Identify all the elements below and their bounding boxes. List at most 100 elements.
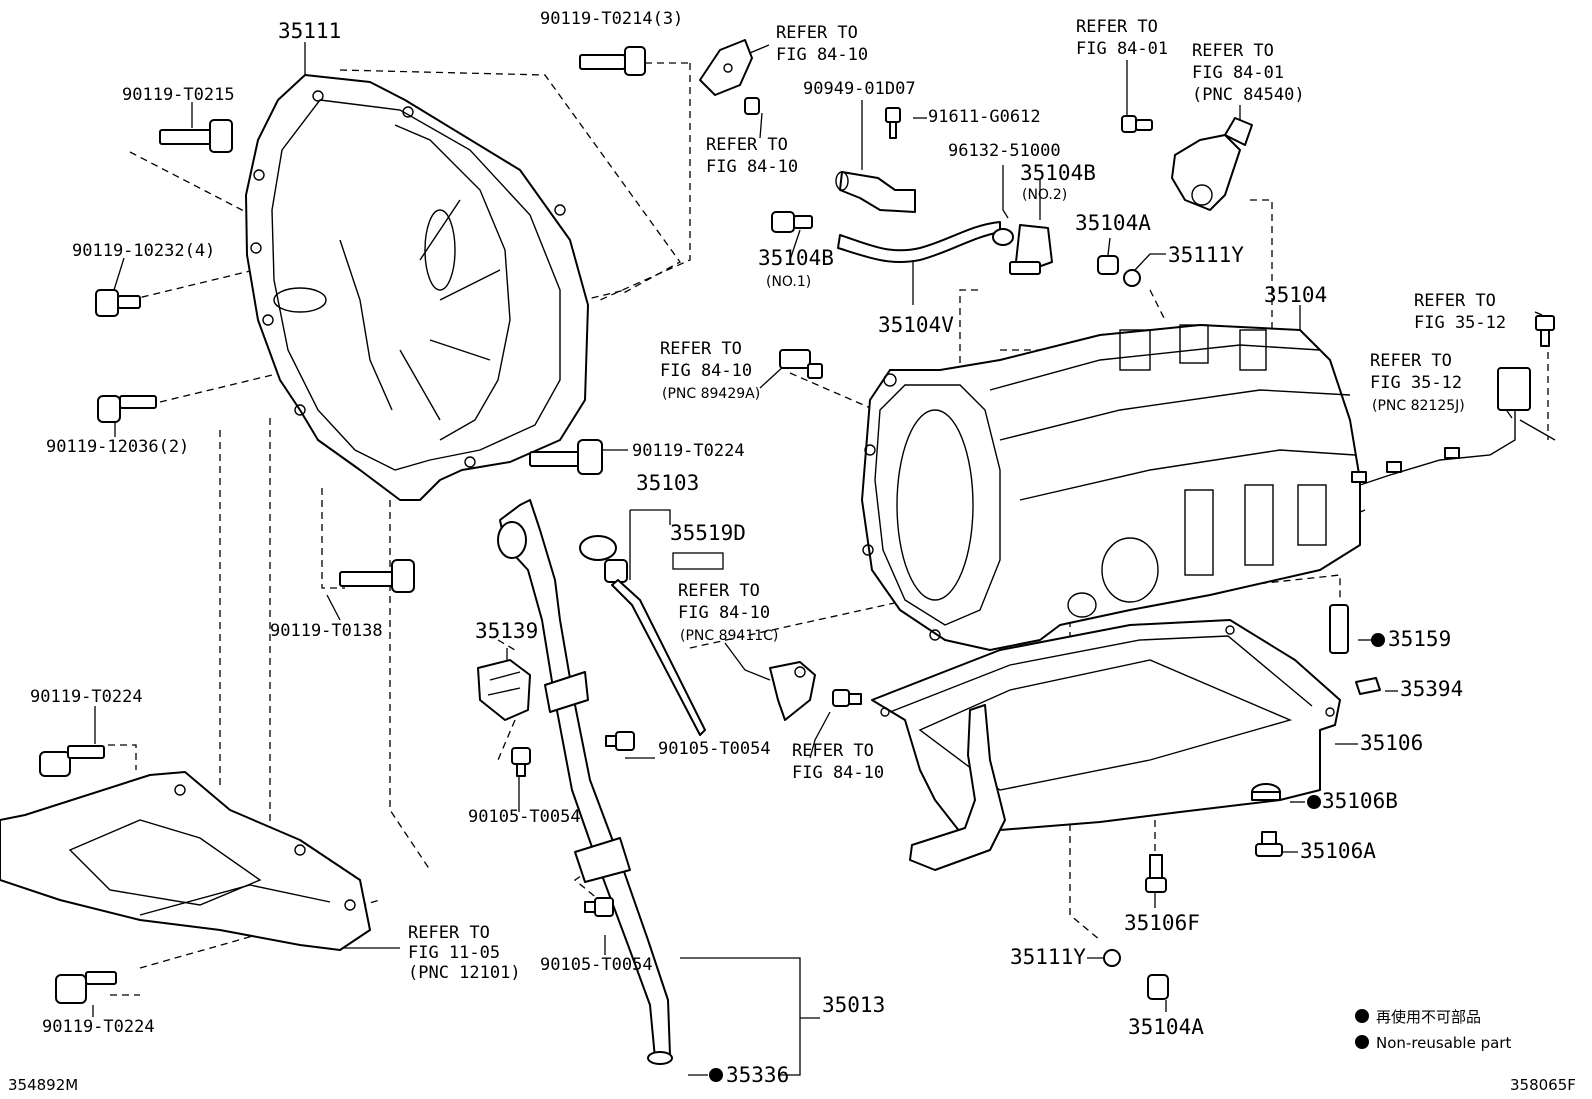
label-90119-T0224-b: 90119-T0224 bbox=[30, 687, 143, 707]
pin-35159 bbox=[1329, 604, 1349, 654]
non-reusable-dot-35106B bbox=[1307, 795, 1321, 809]
label-35106F: 35106F bbox=[1124, 911, 1200, 935]
union-35104B-no1 bbox=[771, 211, 813, 233]
non-reusable-markers bbox=[709, 633, 1385, 1082]
part-labels: 35111 90119-T0214(3) 90119-T0215 90119-1… bbox=[30, 9, 1506, 1087]
label-35013: 35013 bbox=[822, 993, 885, 1017]
wire-harness-82125J bbox=[1351, 315, 1556, 486]
label-35106B: 35106B bbox=[1322, 789, 1398, 813]
non-reusable-dot-35159 bbox=[1371, 633, 1385, 647]
label-35139: 35139 bbox=[475, 619, 538, 643]
oil-pan-35106 bbox=[871, 619, 1341, 871]
union-35104B-no2 bbox=[1009, 224, 1053, 275]
o-ring-35111Y-top bbox=[1123, 269, 1141, 287]
label-ref-35-12-b-line2: FIG 35-12 bbox=[1370, 373, 1462, 393]
sensor-89411C bbox=[769, 661, 862, 721]
figure-code-right: 358065F bbox=[1510, 1076, 1576, 1094]
label-90119-10232: 90119-10232(4) bbox=[72, 241, 215, 261]
label-ref-84-01-b-line1: REFER TO bbox=[1192, 41, 1274, 61]
bolt-90119-T0215 bbox=[159, 119, 233, 153]
label-ref-89429A-line2: FIG 84-10 bbox=[660, 361, 752, 381]
label-35111Y-bottom: 35111Y bbox=[1010, 945, 1086, 969]
label-90119-T0214: 90119-T0214(3) bbox=[540, 9, 683, 29]
label-35394: 35394 bbox=[1400, 677, 1463, 701]
label-35519D: 35519D bbox=[670, 521, 746, 545]
label-96132-51000: 96132-51000 bbox=[948, 141, 1061, 161]
label-ref-89429A-line3: (PNC 89429A) bbox=[662, 386, 760, 402]
label-35106: 35106 bbox=[1360, 731, 1423, 755]
legend: 再使用不可部品 Non-reusable part bbox=[1355, 1008, 1511, 1052]
label-90119-T0138: 90119-T0138 bbox=[270, 621, 383, 641]
label-ref-fig-11-05-line3: (PNC 12101) bbox=[408, 963, 521, 983]
bolt-35106F bbox=[1145, 854, 1167, 893]
label-90105-T0054-c: 90105-T0054 bbox=[540, 955, 653, 975]
label-35111Y-top: 35111Y bbox=[1168, 243, 1244, 267]
bracket-fig-84-10 bbox=[699, 39, 760, 115]
label-ref-84-01-a-line2: FIG 84-01 bbox=[1076, 39, 1168, 59]
o-ring-35111Y-bottom bbox=[1103, 949, 1121, 967]
label-90949-01D07: 90949-01D07 bbox=[803, 79, 916, 99]
label-90119-T0224-a: 90119-T0224 bbox=[632, 441, 745, 461]
sensor-84540 bbox=[1121, 115, 1253, 211]
label-90119-12036: 90119-12036(2) bbox=[46, 437, 189, 457]
bolt-90105-T0054-a bbox=[605, 731, 635, 751]
plug-35104A-bottom bbox=[1147, 974, 1169, 1000]
sensor-89429A bbox=[779, 349, 823, 379]
label-ref-fig-11-05-line2: FIG 11-05 bbox=[408, 943, 500, 963]
breather-pipe-90949-01D07 bbox=[835, 171, 916, 213]
label-ref-89429A-line1: REFER TO bbox=[660, 339, 742, 359]
bolt-90119-T0214 bbox=[579, 46, 646, 76]
bolt-90119-T0138 bbox=[339, 559, 415, 593]
legend-dot-english bbox=[1355, 1035, 1369, 1049]
label-ref-84-01-b-line2: FIG 84-01 bbox=[1192, 63, 1284, 83]
filler-tube-35013 bbox=[497, 499, 673, 1065]
label-ref-84-10-a-line2: FIG 84-10 bbox=[776, 45, 868, 65]
label-90119-T0224-c: 90119-T0224 bbox=[42, 1017, 155, 1037]
non-reusable-dot-35336 bbox=[709, 1068, 723, 1082]
label-35106A: 35106A bbox=[1300, 839, 1376, 863]
bracket-35139 bbox=[477, 659, 531, 721]
label-35104B-no2-sub: (NO.2) bbox=[1022, 187, 1067, 203]
bolt-90119-T0224-c bbox=[55, 971, 117, 1004]
bell-housing-35111 bbox=[245, 74, 589, 501]
label-35104: 35104 bbox=[1264, 283, 1327, 307]
label-35104A-top: 35104A bbox=[1075, 211, 1151, 235]
bolt-90119-12036 bbox=[97, 395, 157, 423]
label-35104V: 35104V bbox=[878, 313, 954, 337]
label-ref-84-01-a-line1: REFER TO bbox=[1076, 17, 1158, 37]
label-ref-35-12-b-line3: (PNC 82125J) bbox=[1372, 398, 1465, 414]
bolt-90119-T0224-b bbox=[39, 745, 105, 777]
label-ref-84-10-b-line2: FIG 84-10 bbox=[706, 157, 798, 177]
label-35104B-no1: 35104B bbox=[758, 246, 834, 270]
label-ref-84-01-b-line3: (PNC 84540) bbox=[1192, 85, 1305, 105]
label-ref-89411C-line2: FIG 84-10 bbox=[678, 603, 770, 623]
bolt-90105-T0054-b bbox=[511, 747, 531, 777]
label-90119-T0215: 90119-T0215 bbox=[122, 85, 235, 105]
label-35104B-no2: 35104B bbox=[1020, 161, 1096, 185]
dipstick-35103 bbox=[579, 535, 706, 736]
transmission-case-35104 bbox=[861, 324, 1361, 651]
label-ref-84-10-a-line1: REFER TO bbox=[776, 23, 858, 43]
legend-english: Non-reusable part bbox=[1376, 1034, 1511, 1052]
legend-japanese: 再使用不可部品 bbox=[1376, 1008, 1481, 1026]
label-ref-84-10-b-line1: REFER TO bbox=[706, 135, 788, 155]
plug-35104A-top bbox=[1097, 255, 1119, 275]
legend-dot-japanese bbox=[1355, 1009, 1369, 1023]
label-ref-84-10-c-line1: REFER TO bbox=[792, 741, 874, 761]
label-ref-35-12-a-line1: REFER TO bbox=[1414, 291, 1496, 311]
label-ref-89411C-line3: (PNC 89411C) bbox=[680, 628, 778, 644]
label-90105-T0054-b: 90105-T0054 bbox=[468, 807, 581, 827]
label-35111: 35111 bbox=[278, 19, 341, 43]
label-ref-35-12-b-line1: REFER TO bbox=[1370, 351, 1452, 371]
magnet-35394 bbox=[1355, 677, 1381, 695]
bolt-90119-T0224-a bbox=[529, 439, 603, 475]
gasket-35106B bbox=[1251, 783, 1281, 801]
label-91611-G0612: 91611-G0612 bbox=[928, 107, 1041, 127]
label-ref-fig-11-05-line1: REFER TO bbox=[408, 923, 490, 943]
label-35159: 35159 bbox=[1388, 627, 1451, 651]
plug-35106A bbox=[1255, 831, 1283, 857]
label-35336: 35336 bbox=[726, 1063, 789, 1087]
clamp-96132-51000 bbox=[992, 228, 1014, 246]
bolt-91611-G0612 bbox=[885, 107, 901, 139]
